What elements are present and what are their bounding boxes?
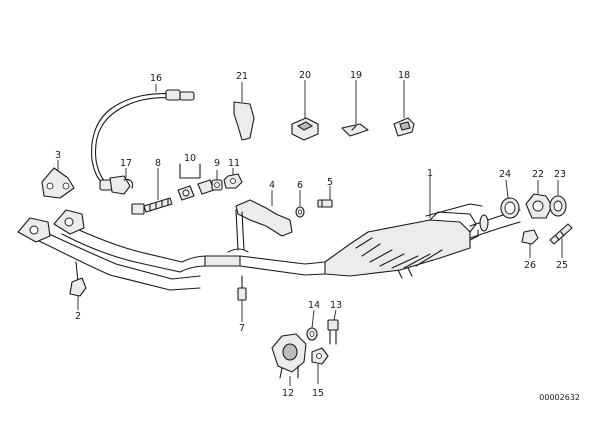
nut-9[interactable]	[211, 179, 223, 191]
callout-8: 8	[155, 158, 161, 169]
clamp-10[interactable]	[177, 163, 215, 201]
front-pipe-assembly[interactable]	[17, 209, 326, 291]
callout-23: 23	[554, 169, 566, 180]
bolt-25[interactable]	[549, 223, 573, 245]
callout-22: 22	[532, 169, 544, 180]
nut-2[interactable]	[69, 277, 87, 297]
callout-9: 9	[214, 158, 220, 169]
flange-22[interactable]	[525, 193, 553, 219]
callout-12: 12	[282, 388, 294, 399]
oxygen-sensor-16[interactable]	[91, 89, 195, 191]
callout-21: 21	[236, 71, 248, 82]
callout-10: 10	[184, 153, 196, 164]
callout-5: 5	[327, 177, 333, 188]
callout-7: 7	[239, 323, 245, 334]
nut-15[interactable]	[311, 347, 329, 365]
callout-13: 13	[330, 300, 342, 311]
nut-26[interactable]	[521, 229, 539, 245]
nut-11[interactable]	[223, 173, 243, 189]
heat-shield-bracket[interactable]	[235, 199, 293, 251]
callout-19: 19	[350, 70, 362, 81]
hanger-21[interactable]	[233, 101, 255, 141]
bracket-19[interactable]	[341, 123, 369, 137]
mount-20[interactable]	[291, 117, 319, 141]
callout-16: 16	[150, 73, 162, 84]
catalytic-converter[interactable]	[324, 211, 479, 279]
rubber-mount-12[interactable]	[271, 333, 307, 379]
callout-26: 26	[524, 260, 536, 271]
callout-20: 20	[299, 70, 311, 81]
leader-lines	[57, 80, 563, 386]
bracket-17[interactable]	[109, 175, 134, 195]
callout-labels: 1 2 3 4 5 6 7 8 9 10 11 12 13 14 15 16 1…	[55, 70, 568, 399]
bolt-8[interactable]	[131, 197, 173, 215]
callout-6: 6	[297, 180, 303, 191]
callout-3: 3	[55, 150, 61, 161]
callout-25: 25	[556, 260, 568, 271]
callout-2: 2	[75, 311, 81, 322]
callout-17: 17	[120, 158, 132, 169]
callout-15: 15	[312, 388, 324, 399]
bolt-13[interactable]	[327, 319, 339, 345]
gasket-23[interactable]	[549, 195, 567, 217]
gasket-3[interactable]	[41, 167, 75, 199]
bolt-7[interactable]	[237, 275, 247, 301]
bolt-5[interactable]	[317, 199, 333, 208]
callout-11: 11	[228, 158, 240, 169]
clamp-24[interactable]	[500, 197, 520, 219]
callout-14: 14	[308, 300, 320, 311]
diagram-reference-number: 00002632	[539, 393, 580, 402]
clip-18[interactable]	[393, 117, 415, 137]
washer-14[interactable]	[306, 327, 318, 341]
washer-6[interactable]	[295, 206, 305, 218]
callout-1: 1	[427, 168, 433, 179]
callout-18: 18	[398, 70, 410, 81]
callout-24: 24	[499, 169, 511, 180]
callout-4: 4	[269, 180, 275, 191]
